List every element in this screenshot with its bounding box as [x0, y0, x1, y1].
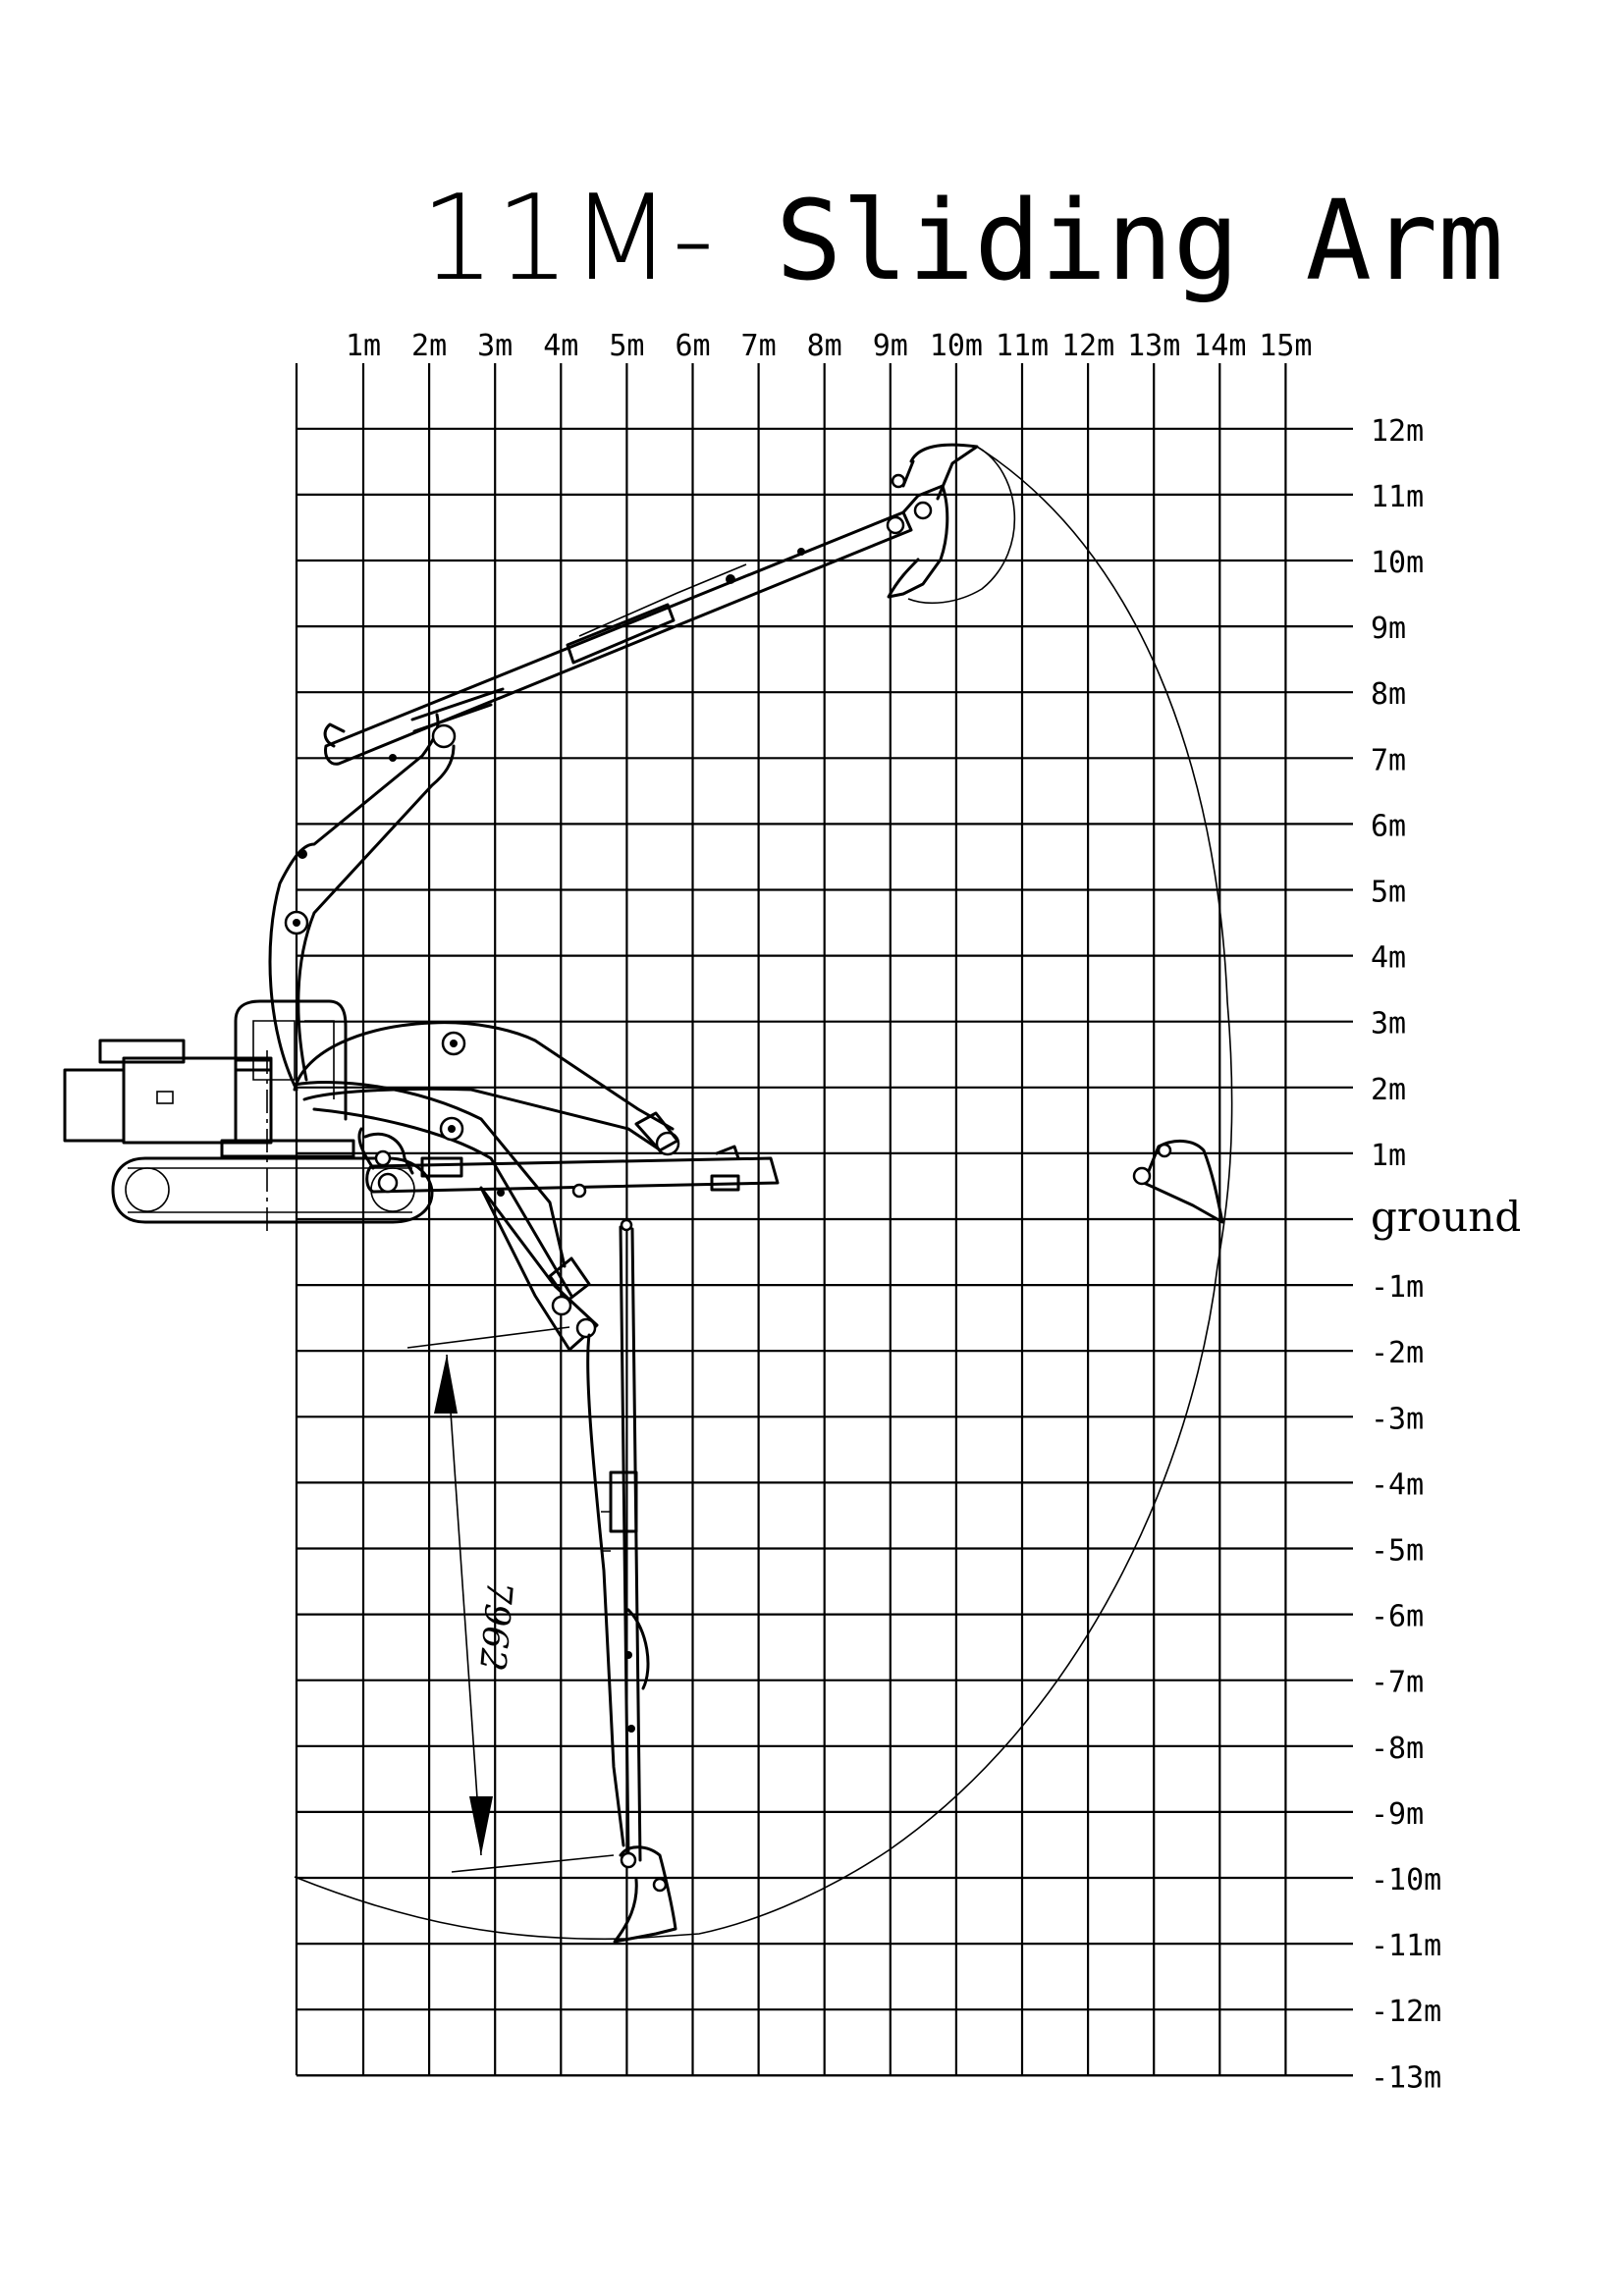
x-tick-label: 1m: [346, 329, 381, 363]
title-main: Sliding Arm: [776, 178, 1504, 305]
dimension-arrow-top: [434, 1355, 458, 1414]
y-tick-label: -6m: [1371, 1600, 1424, 1634]
x-tick-label: 7m: [741, 329, 777, 363]
excavator-base: [63, 999, 434, 1232]
arm-position-max-height: [268, 443, 979, 1092]
y-tick-label: -13m: [1371, 2060, 1441, 2095]
grid: [295, 363, 1353, 2077]
y-tick-label: 12m: [1371, 414, 1424, 449]
y-tick-label: -10m: [1371, 1863, 1441, 1897]
y-tick-label: -4m: [1371, 1468, 1424, 1502]
x-tick-label: 11m: [996, 329, 1049, 363]
x-tick-label: 13m: [1127, 329, 1180, 363]
dimension-value: 7962: [471, 1579, 519, 1673]
y-tick-label: -11m: [1371, 1929, 1441, 1963]
y-tick-label: 5m: [1371, 876, 1406, 910]
y-tick-label: -2m: [1371, 1336, 1424, 1370]
x-tick-label: 12m: [1061, 329, 1114, 363]
y-tick-label: 2m: [1371, 1073, 1406, 1107]
x-tick-label: 14m: [1193, 329, 1246, 363]
y-tick-label: -1m: [1371, 1270, 1424, 1305]
reach-envelope-curve: [294, 446, 1233, 1941]
title-prefix: 11M-: [420, 171, 715, 307]
x-tick-label: 3m: [477, 329, 513, 363]
y-tick-label: -5m: [1371, 1534, 1424, 1569]
x-tick-label: 10m: [930, 329, 983, 363]
x-tick-label: 15m: [1259, 329, 1312, 363]
y-tick-label: 10m: [1371, 546, 1424, 580]
stroke-dimension: 7962: [406, 1326, 615, 1873]
x-tick-label: 4m: [543, 329, 578, 363]
y-tick-label: 8m: [1371, 677, 1406, 712]
y-tick-label: 3m: [1371, 1007, 1406, 1041]
y-tick-label: 7m: [1371, 743, 1406, 777]
ground-label: ground: [1371, 1193, 1521, 1241]
y-tick-label: -7m: [1371, 1666, 1424, 1700]
y-tick-label: 4m: [1371, 941, 1406, 976]
y-tick-label: 9m: [1371, 612, 1406, 646]
y-tick-label: 11m: [1371, 480, 1424, 514]
x-tick-label: 2m: [411, 329, 447, 363]
arm-position-max-depth: [293, 1081, 677, 1944]
x-tick-label: 9m: [873, 329, 908, 363]
y-axis-labels: 12m 11m 10m 9m 8m 7m 6m 5m 4m 3m 2m 1m ground -1m -2m -…: [1371, 414, 1521, 2096]
y-tick-label: -9m: [1371, 1797, 1424, 1832]
y-tick-label: -8m: [1371, 1732, 1424, 1766]
y-tick-label: 6m: [1371, 809, 1406, 843]
bucket-arc: [907, 446, 1016, 605]
dimension-arrow-bottom: [469, 1796, 493, 1855]
x-axis-labels: 1m 2m 3m 4m 5m 6m 7m 8m 9m 10m 11m 12m 13m 14m 15m: [346, 329, 1313, 363]
x-tick-label: 5m: [609, 329, 644, 363]
y-tick-label: -12m: [1371, 1995, 1441, 2029]
x-tick-label: 8m: [807, 329, 842, 363]
y-tick-label: 1m: [1371, 1139, 1406, 1173]
y-tick-label: -3m: [1371, 1402, 1424, 1436]
diagram-title: 11M- Sliding Arm: [420, 171, 1504, 307]
x-tick-label: 6m: [675, 329, 710, 363]
